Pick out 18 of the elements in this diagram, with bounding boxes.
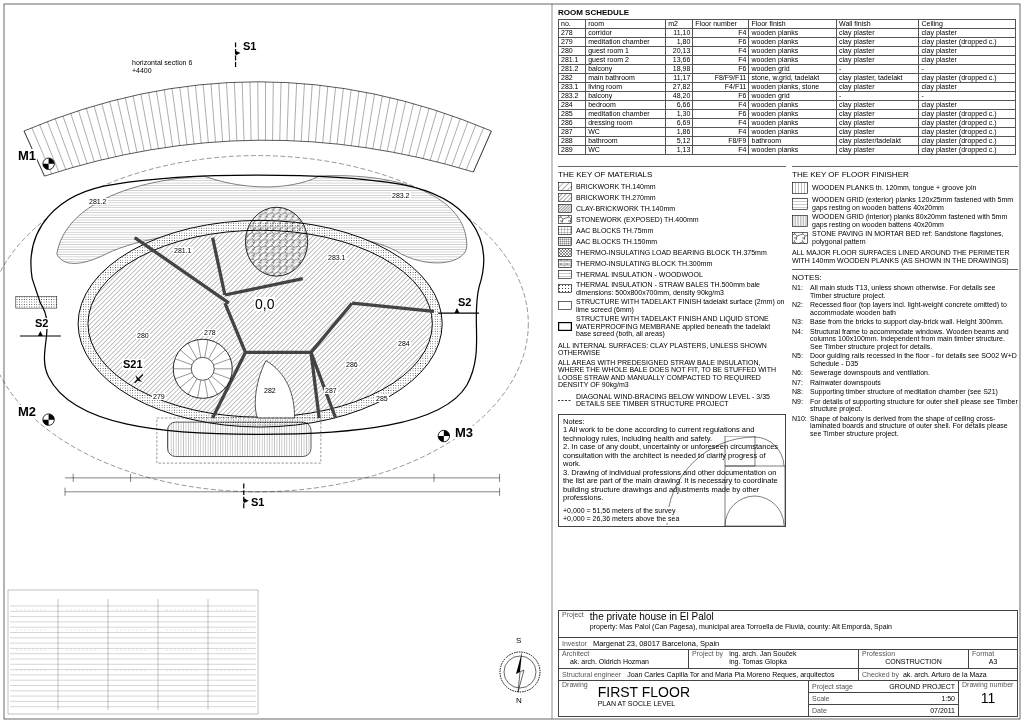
legend-title: THE KEY OF MATERIALS (558, 170, 654, 179)
drawing-number: 11 (979, 689, 997, 707)
section-label: S1 (242, 41, 258, 52)
level-label: 0,0 (254, 297, 276, 311)
section-label: S21 (122, 359, 144, 370)
compass-label: N (516, 697, 522, 705)
section-label: S2 (34, 318, 50, 329)
legend-title: THE KEY OF FLOOR FINISHER (792, 170, 910, 179)
survey-point-label: M3 (454, 426, 475, 439)
compass-label: S (516, 637, 522, 645)
section-label: S1 (250, 497, 266, 508)
survey-point-label: M1 (17, 149, 38, 162)
notes-heading: NOTES: (792, 273, 823, 282)
drawing-title: FIRST FLOOR (597, 684, 690, 700)
table-title: ROOM SCHEDULE (558, 8, 631, 17)
section-label: S2 (457, 297, 473, 308)
project-name: the private house in El Palol (589, 611, 715, 623)
survey-point-label: M2 (17, 405, 38, 418)
